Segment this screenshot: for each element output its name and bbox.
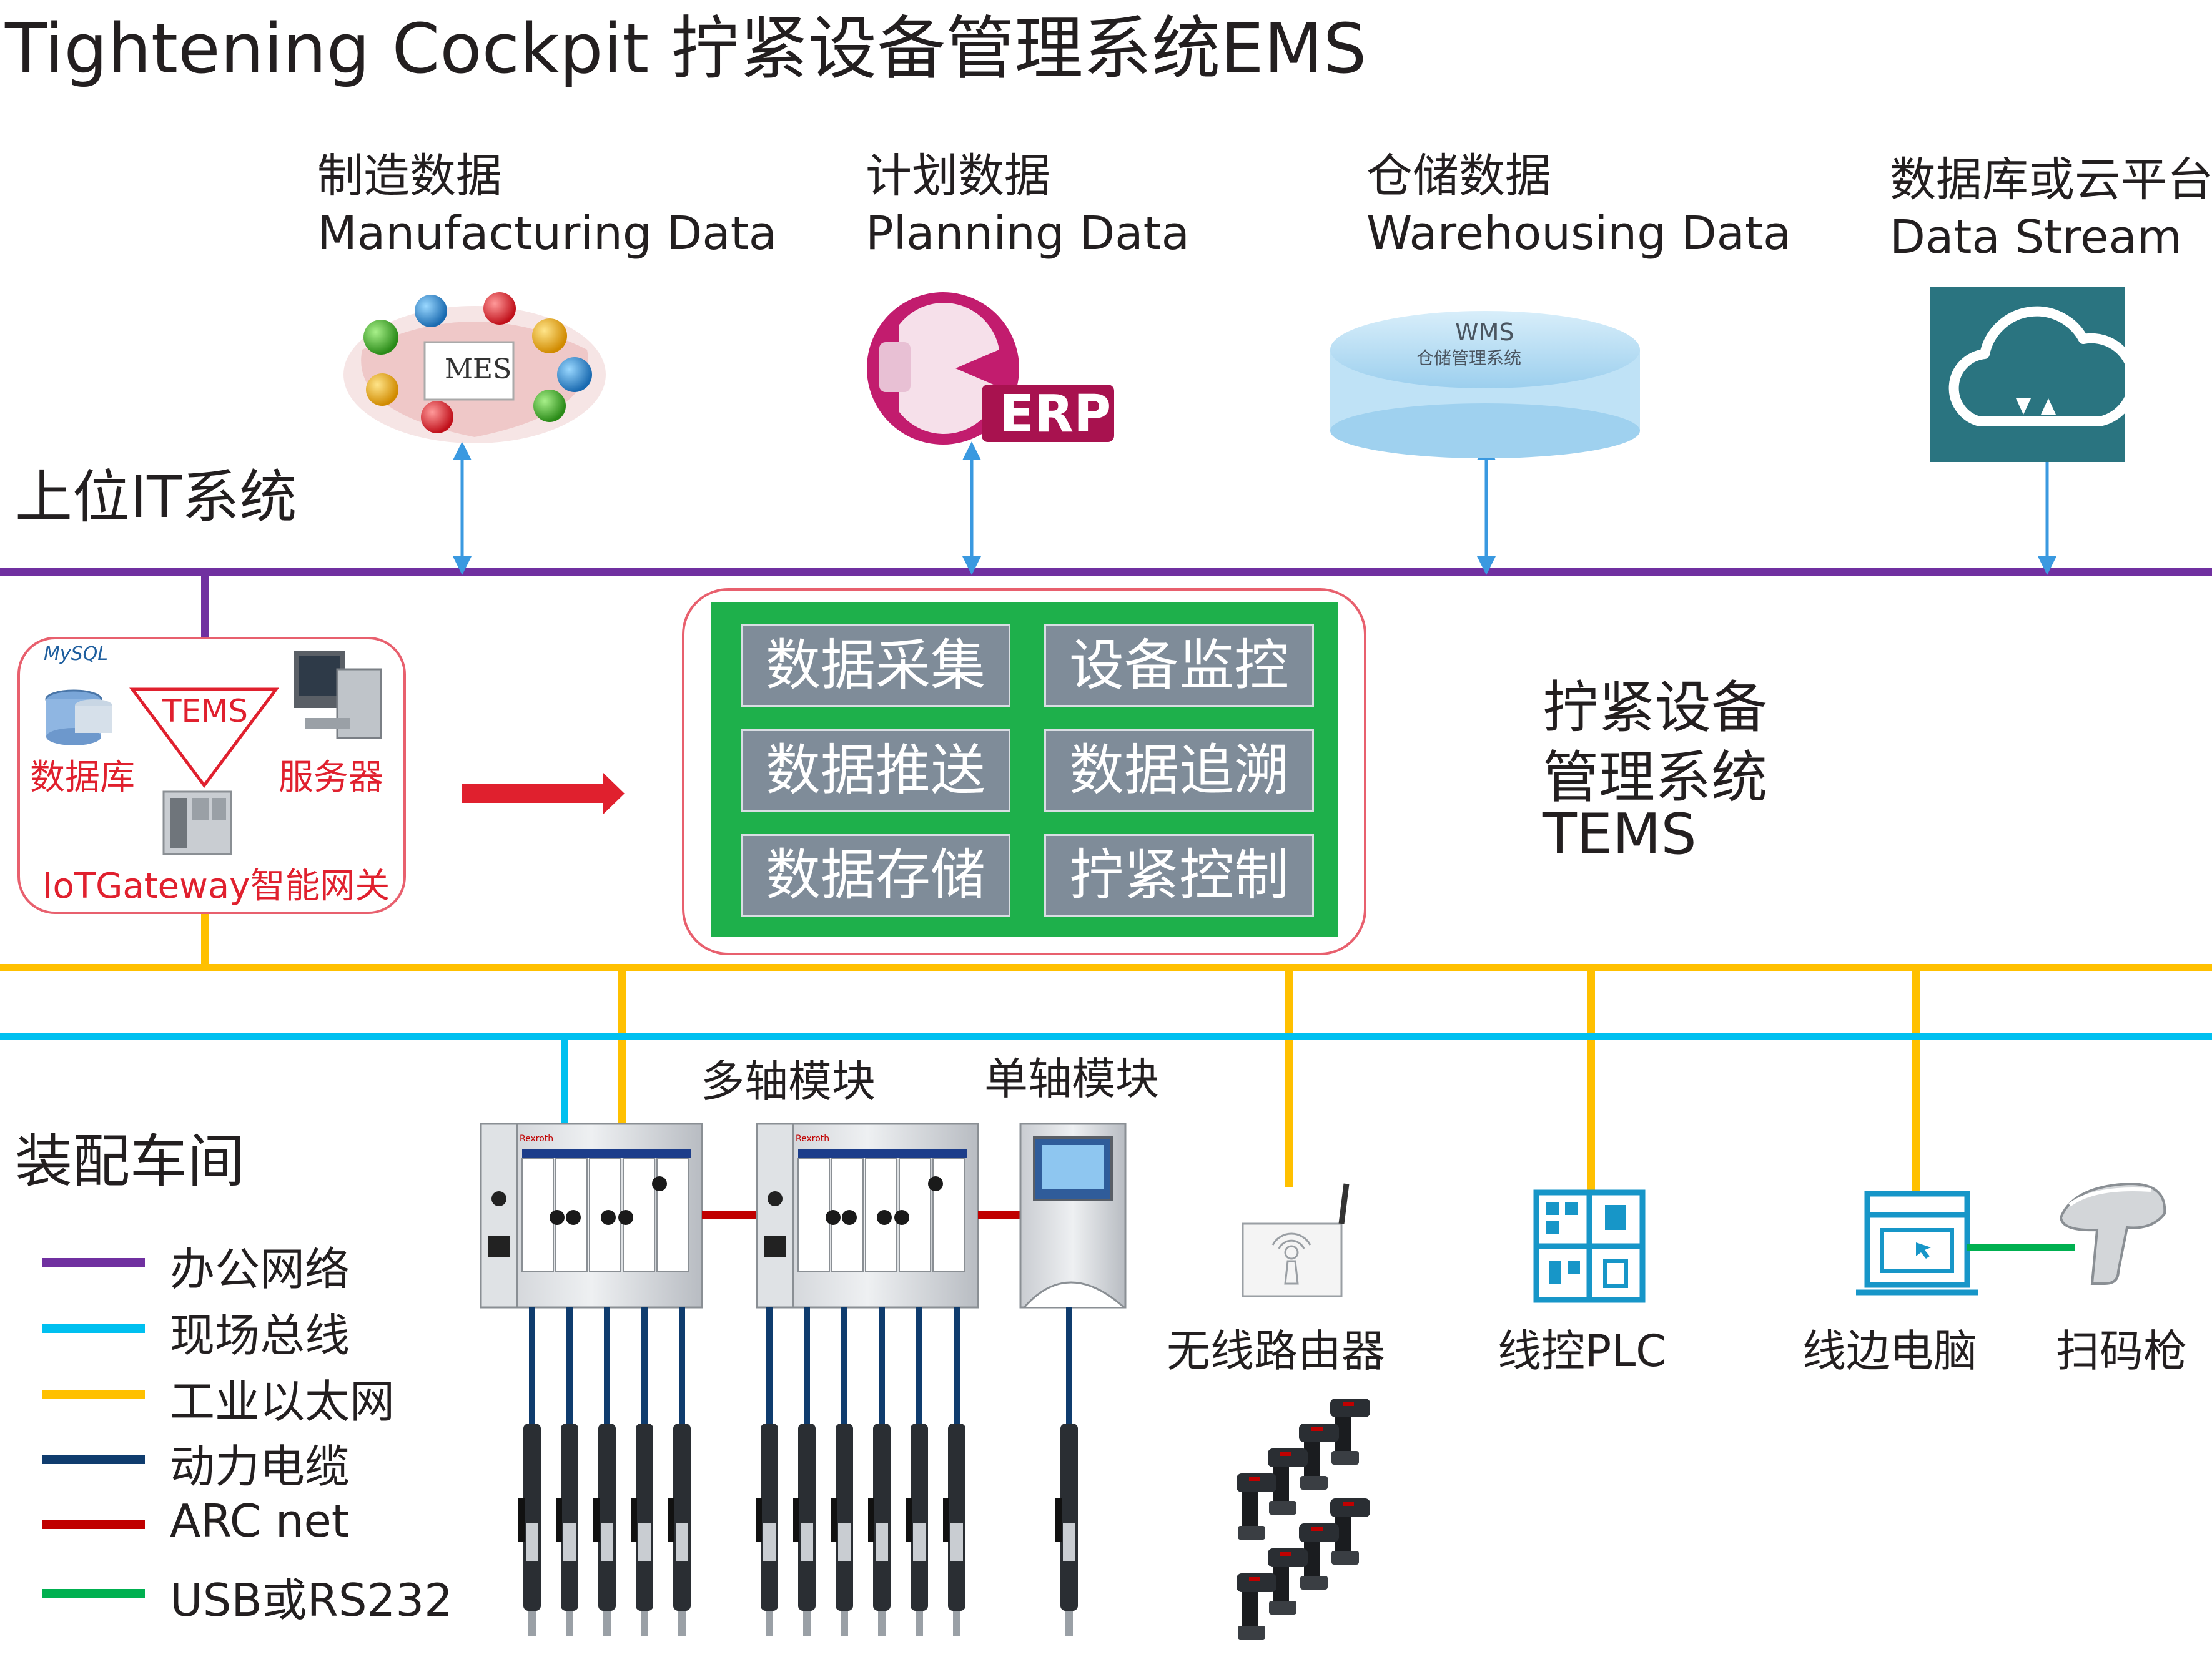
spindle-tool <box>518 1307 541 1636</box>
cordless-tool-icon <box>1330 1498 1370 1565</box>
barcode-scanner-icon <box>2059 1182 2166 1285</box>
multi-axis-module-1 <box>480 1123 703 1309</box>
cloud-platform-icon <box>1930 287 2139 462</box>
function-tightening-control: 拧紧控制 <box>1044 834 1314 917</box>
function-data-storage: 数据存储 <box>741 834 1010 917</box>
brand-label: Rexroth <box>520 1134 554 1144</box>
mes-logo <box>343 292 606 443</box>
spindle-tool <box>868 1307 891 1636</box>
red-arrow <box>462 773 625 814</box>
legend-item-label: ARC net <box>170 1495 350 1547</box>
mysql-label: MySQL <box>44 643 109 665</box>
spindle-tool <box>943 1307 965 1636</box>
iot-gateway-box <box>17 637 406 914</box>
legend-item-label: 现场总线 <box>170 1309 350 1362</box>
spindle-tool <box>831 1307 853 1636</box>
line-side-pc-icon <box>1856 1191 1978 1296</box>
plc-icon <box>1533 1189 1646 1303</box>
it-system-en-label: Warehousing Data <box>1366 207 1792 260</box>
tems-label: TEMS <box>162 693 249 729</box>
legend-swatch <box>42 1520 145 1529</box>
tems-title-line2: 管理系统 <box>1543 745 1767 810</box>
plc-label: 线控PLC <box>1498 1325 1667 1377</box>
multi-axis-module-label: 多轴模块 <box>701 1056 876 1107</box>
legend-swatch <box>42 1324 145 1333</box>
cordless-tool-icon <box>1237 1573 1276 1640</box>
server-icon <box>294 651 382 739</box>
cordless-tool-icon <box>1237 1473 1276 1540</box>
it-system-cn-label: 仓储数据 <box>1366 149 1551 203</box>
legend-swatch <box>42 1258 145 1267</box>
spindle-tool <box>631 1307 653 1636</box>
gateway-device-icon <box>162 790 232 855</box>
iot-gateway-label: IoTGateway智能网关 <box>42 866 390 907</box>
cordless-tools <box>1237 1399 1370 1640</box>
database-label: 数据库 <box>30 757 135 798</box>
legend-item-label: USB或RS232 <box>170 1574 453 1626</box>
fieldbus-line <box>0 1033 2212 1129</box>
industrial-ethernet-bus <box>0 913 2212 1194</box>
spindle-tool <box>593 1307 616 1636</box>
office-network-bus <box>0 568 2212 643</box>
it-system-en-label: Data Stream <box>1890 210 2182 264</box>
it-system-cn-label: 制造数据 <box>317 149 502 203</box>
function-device-monitoring: 设备监控 <box>1044 624 1314 707</box>
spindle-tool <box>906 1307 928 1636</box>
legend-swatches <box>42 1258 145 1598</box>
function-data-collection: 数据采集 <box>741 624 1010 707</box>
it-system-mes: 制造数据 Manufacturing Data <box>317 147 777 262</box>
single-axis-module <box>1019 1123 1127 1309</box>
it-system-en-label: Manufacturing Data <box>317 207 778 260</box>
spindle-tool <box>793 1307 816 1636</box>
spindle-tool <box>756 1307 778 1636</box>
function-data-tracing: 数据追溯 <box>1044 729 1314 812</box>
wireless-router-label: 无线路由器 <box>1167 1325 1385 1377</box>
upper-it-section-label: 上位IT系统 <box>15 464 297 531</box>
function-data-push: 数据推送 <box>741 729 1010 812</box>
legend-item-label: 动力电缆 <box>170 1440 350 1493</box>
server-label: 服务器 <box>279 757 383 798</box>
tems-title-line1: 拧紧设备 <box>1543 675 1767 740</box>
it-system-wms: 仓储数据 Warehousing Data <box>1366 147 1791 262</box>
erp-logo-text: ERP <box>999 385 1112 444</box>
legend-item-label: 工业以太网 <box>170 1375 395 1428</box>
wireless-router-icon <box>1242 1183 1350 1297</box>
multi-axis-module-2 <box>756 1123 979 1309</box>
it-system-erp: 计划数据 Planning Data <box>866 147 1190 262</box>
wms-logo-text: WMS <box>1455 318 1514 346</box>
line-side-pc-label: 线边电脑 <box>1802 1325 1977 1377</box>
single-axis-module-label: 单轴模块 <box>984 1053 1159 1104</box>
legend-swatch <box>42 1390 145 1399</box>
legend-swatch <box>42 1455 145 1464</box>
tightening-spindles <box>518 1307 1078 1636</box>
cordless-tool-icon <box>1330 1399 1370 1465</box>
spindle-tool <box>1055 1307 1078 1636</box>
mes-logo-text: MES <box>445 353 512 385</box>
barcode-scanner-label: 扫码枪 <box>2056 1325 2187 1377</box>
legend-swatch <box>42 1589 145 1598</box>
tems-triangle <box>129 687 279 789</box>
it-system-cloud: 数据库或云平台 Data Stream <box>1890 151 2212 266</box>
erp-logo <box>867 292 1114 445</box>
wms-logo <box>1330 311 1640 458</box>
it-data-arrows <box>453 441 2056 575</box>
cordless-tool-icon <box>1299 1523 1339 1590</box>
spindle-tool <box>668 1307 691 1636</box>
it-system-cn-label: 数据库或云平台 <box>1890 153 2212 207</box>
spindle-tool <box>556 1307 578 1636</box>
tems-title-line3: TEMS <box>1543 802 1697 867</box>
legend-item-label: 办公网络 <box>170 1243 350 1296</box>
it-system-en-label: Planning Data <box>866 207 1190 260</box>
database-icon <box>45 689 112 745</box>
wms-logo-subtext: 仓储管理系统 <box>1416 348 1522 368</box>
page-title: Tightening Cockpit 拧紧设备管理系统EMS <box>5 9 1367 89</box>
brand-label: Rexroth <box>796 1134 830 1144</box>
assembly-section-label: 装配车间 <box>15 1128 245 1195</box>
it-system-cn-label: 计划数据 <box>866 149 1050 203</box>
